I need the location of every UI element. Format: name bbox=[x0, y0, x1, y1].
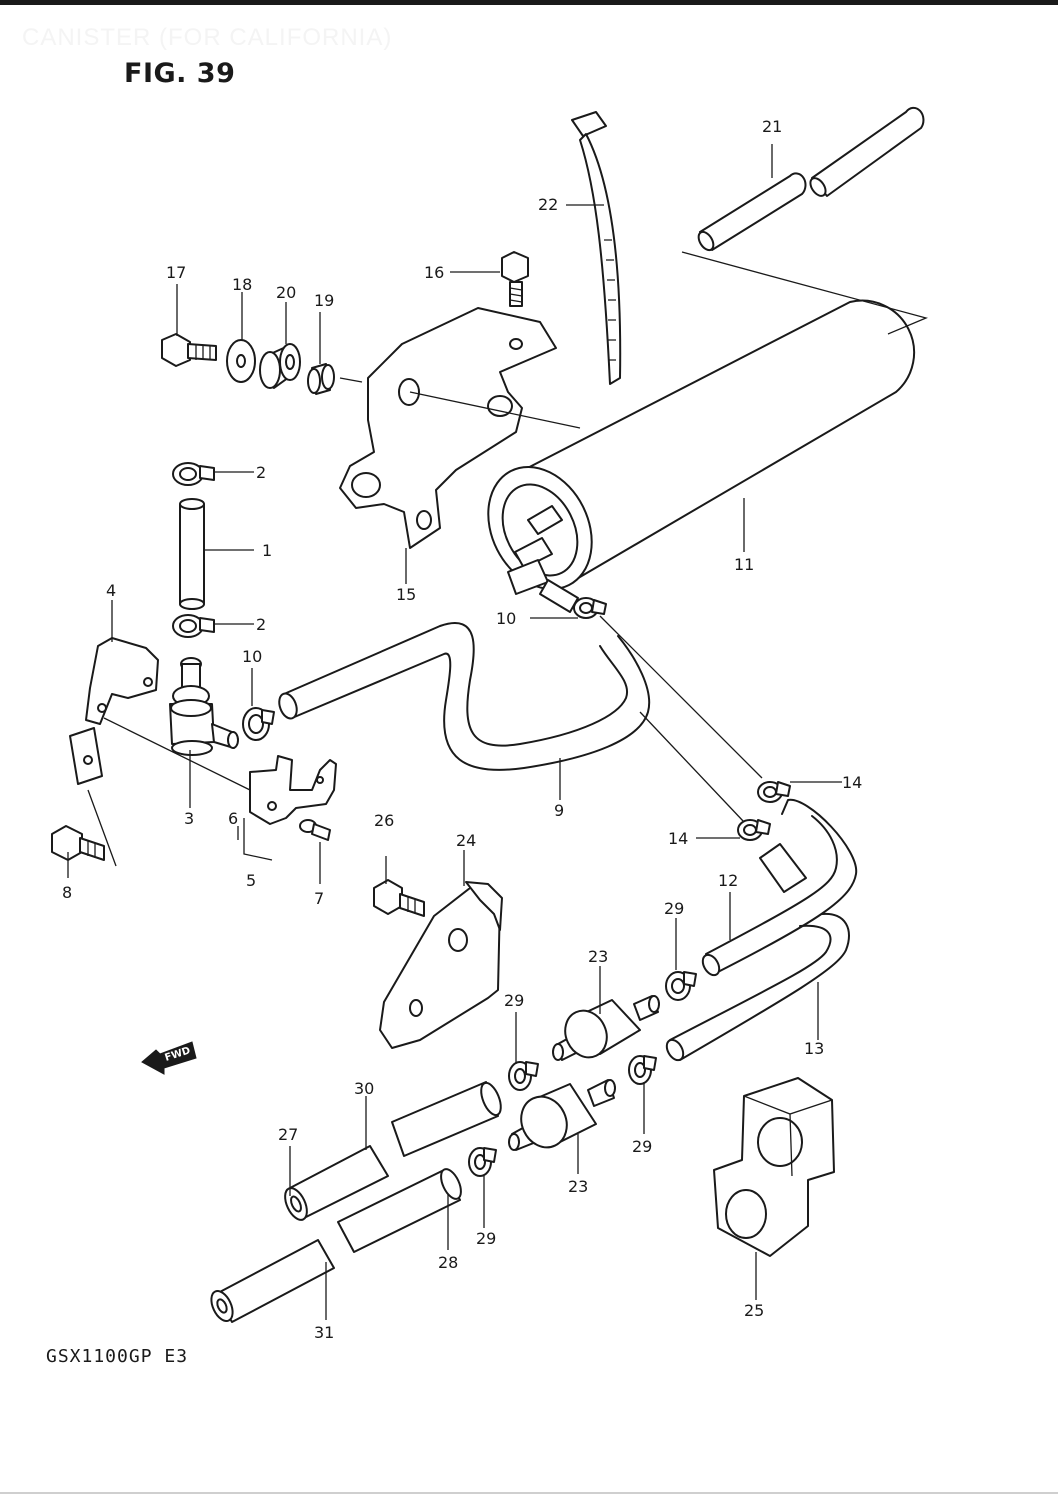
part-27-tube bbox=[284, 1145, 389, 1221]
callout-24: 24 bbox=[456, 831, 476, 850]
part-28-tube bbox=[337, 1168, 462, 1253]
callout-11: 11 bbox=[734, 555, 754, 574]
part-29-clamp-a bbox=[665, 971, 697, 1001]
part-4-bracket bbox=[69, 637, 159, 785]
callout-18: 18 bbox=[232, 275, 252, 294]
callout-25: 25 bbox=[744, 1301, 764, 1320]
part-20-grommet bbox=[259, 343, 301, 389]
part-29-clamp-c bbox=[628, 1055, 657, 1085]
part-30-tube bbox=[391, 1081, 502, 1157]
part-3-valve bbox=[169, 657, 239, 756]
callout-29-b: 29 bbox=[504, 991, 524, 1010]
part-6-clamp-bracket bbox=[249, 755, 337, 825]
callout-9: 9 bbox=[554, 801, 564, 820]
callout-10-left: 10 bbox=[242, 647, 262, 666]
fwd-arrow-icon: FWD bbox=[141, 1041, 197, 1075]
callout-12: 12 bbox=[718, 871, 738, 890]
part-19-collar bbox=[307, 363, 335, 395]
callout-13: 13 bbox=[804, 1039, 824, 1058]
part-11-canister bbox=[487, 299, 916, 613]
callout-3: 3 bbox=[184, 809, 194, 828]
callout-2-upper: 2 bbox=[256, 463, 266, 482]
top-border bbox=[0, 0, 1058, 5]
leader-lines bbox=[67, 144, 842, 1320]
callout-5: 5 bbox=[246, 871, 256, 890]
part-1-hose bbox=[179, 498, 205, 610]
callout-29-a: 29 bbox=[664, 899, 684, 918]
part-25-holder bbox=[713, 1077, 835, 1257]
part-21-hose bbox=[697, 106, 925, 252]
callout-14-lower: 14 bbox=[668, 829, 688, 848]
callout-17: 17 bbox=[166, 263, 186, 282]
callout-29-c: 29 bbox=[632, 1137, 652, 1156]
part-10-clamp-right bbox=[573, 597, 607, 619]
callout-30: 30 bbox=[354, 1079, 374, 1098]
callout-26: 26 bbox=[374, 811, 394, 830]
model-code: GSX1100GP E3 bbox=[46, 1346, 189, 1367]
callout-14-upper: 14 bbox=[842, 773, 862, 792]
part-2-clamp-lower bbox=[172, 614, 215, 638]
part-12-hose bbox=[701, 798, 858, 977]
part-7-screw bbox=[299, 819, 331, 841]
callout-4: 4 bbox=[106, 581, 116, 600]
part-9-hose bbox=[278, 622, 651, 771]
part-15-bracket bbox=[339, 307, 557, 549]
part-22-cable-tie bbox=[571, 111, 622, 385]
callout-numbers: 1 2 2 3 4 5 6 7 8 9 10 10 11 12 13 14 14… bbox=[62, 117, 862, 1342]
part-26-bolt bbox=[373, 879, 425, 917]
part-17-bolt bbox=[161, 333, 217, 367]
callout-20: 20 bbox=[276, 283, 296, 302]
callout-15: 15 bbox=[396, 585, 416, 604]
callout-6: 6 bbox=[228, 809, 238, 828]
part-23-filter-lower bbox=[508, 1079, 616, 1151]
part-18-washer bbox=[226, 339, 256, 383]
part-29-clamp-b bbox=[508, 1061, 539, 1091]
part-13-hose bbox=[665, 912, 850, 1062]
callout-22: 22 bbox=[538, 195, 558, 214]
part-8-bolt bbox=[51, 825, 105, 861]
part-2-clamp-upper bbox=[172, 462, 215, 486]
callout-1: 1 bbox=[262, 541, 272, 560]
callout-2-lower: 2 bbox=[256, 615, 266, 634]
callout-29-d: 29 bbox=[476, 1229, 496, 1248]
callout-8: 8 bbox=[62, 883, 72, 902]
callout-21: 21 bbox=[762, 117, 782, 136]
callout-7: 7 bbox=[314, 889, 324, 908]
section-title: CANISTER (FOR CALIFORNIA) bbox=[22, 24, 393, 51]
assembly-lines bbox=[87, 251, 928, 867]
callout-19: 19 bbox=[314, 291, 334, 310]
part-24-bracket-plate bbox=[379, 881, 503, 1049]
part-31-tube bbox=[210, 1239, 335, 1323]
part-14-clamp-upper bbox=[757, 781, 791, 803]
callout-23-lower: 23 bbox=[568, 1177, 588, 1196]
part-16-bolt bbox=[501, 251, 529, 307]
bottom-border bbox=[0, 1492, 1058, 1494]
callout-23-upper: 23 bbox=[588, 947, 608, 966]
callout-10-right: 10 bbox=[496, 609, 516, 628]
part-10-clamp-left bbox=[242, 707, 275, 741]
part-14-clamp-lower bbox=[737, 819, 771, 841]
part-29-clamp-d bbox=[468, 1147, 497, 1177]
figure-title: FIG. 39 bbox=[124, 58, 236, 89]
callout-27: 27 bbox=[278, 1125, 298, 1144]
callout-31: 31 bbox=[314, 1323, 334, 1342]
part-23-filter-upper bbox=[552, 995, 660, 1061]
callout-28: 28 bbox=[438, 1253, 458, 1272]
callout-16: 16 bbox=[424, 263, 444, 282]
